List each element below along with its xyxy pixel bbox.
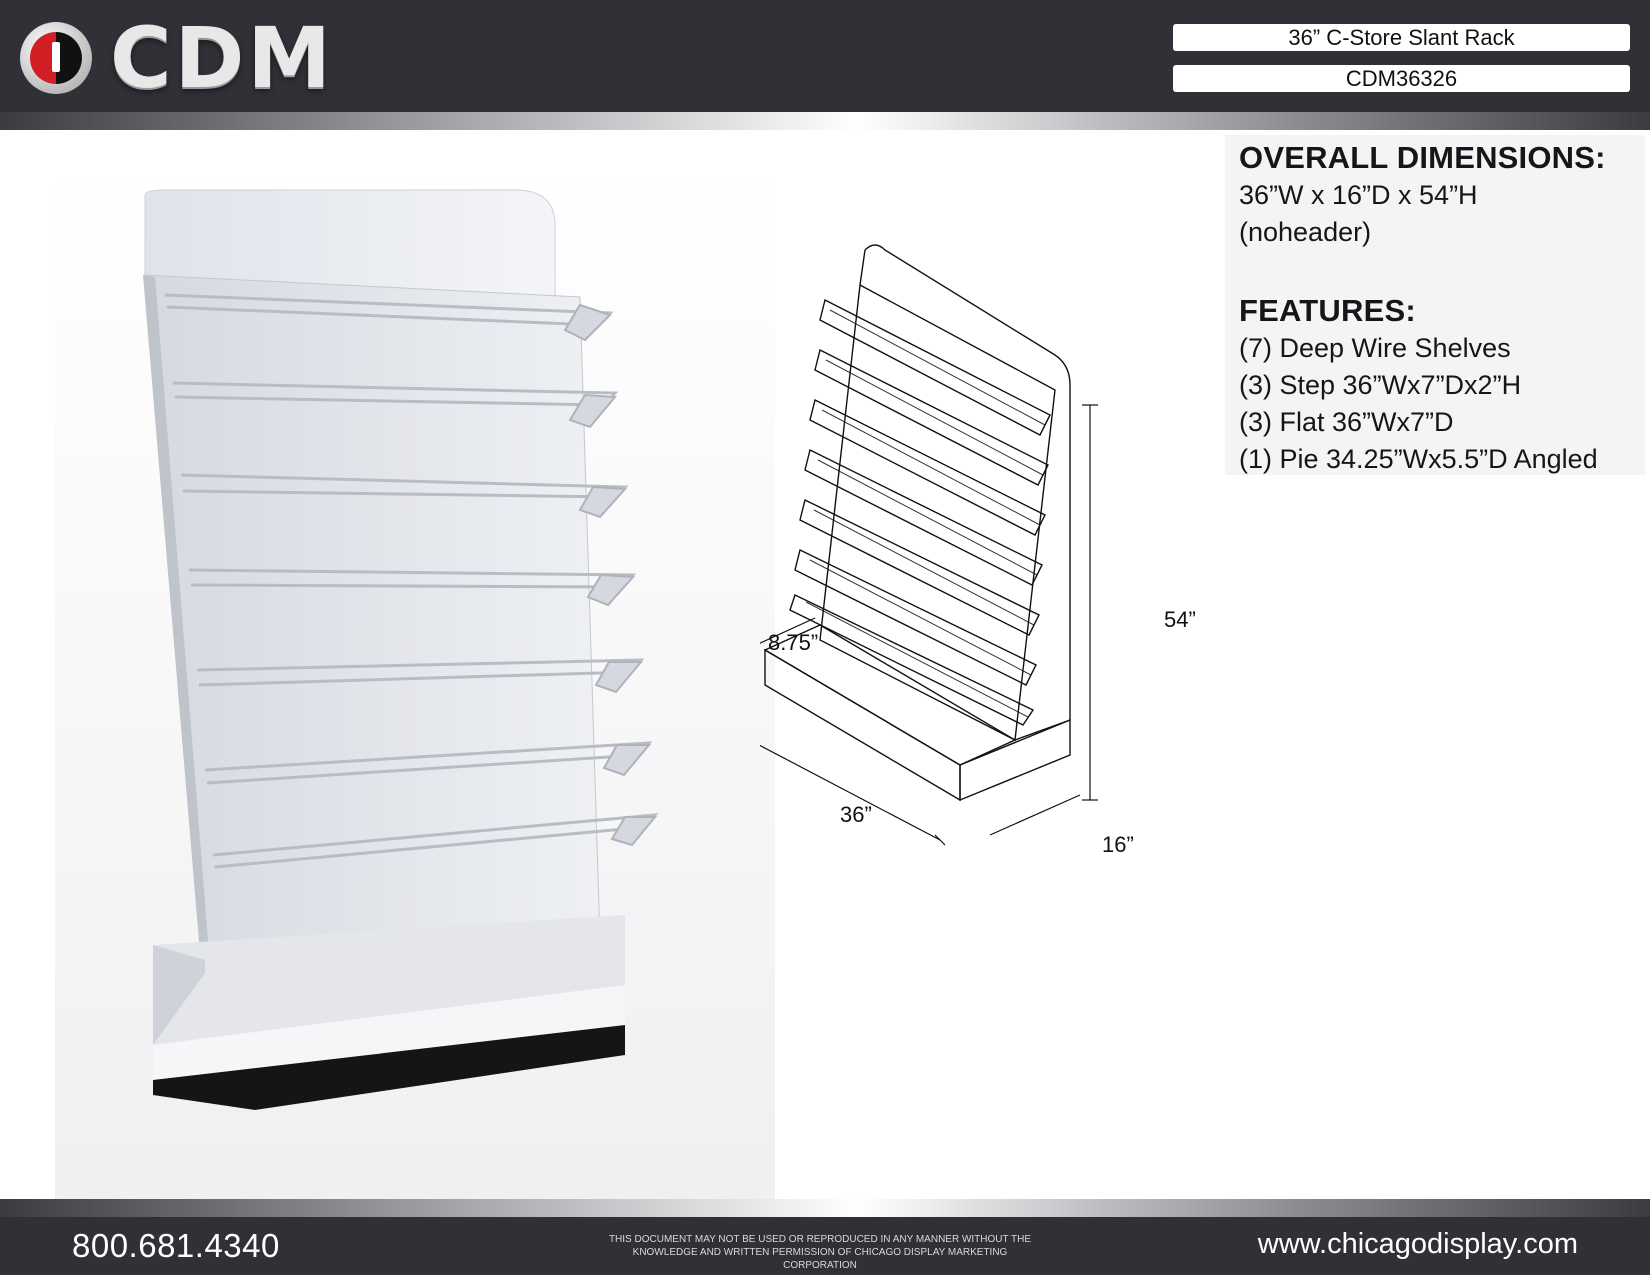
product-name-box: 36” C-Store Slant Rack [1173,24,1630,51]
phone-number: 800.681.4340 [72,1227,280,1264]
feature-item: (3) Flat 36”Wx7”D [1239,407,1454,437]
dimension-label-width: 36” [840,802,872,827]
product-photo [55,165,775,1200]
dimension-diagram [760,244,1098,846]
cdm-logo-icon [20,22,92,94]
dimension-label-base-depth: 8.75” [768,630,819,655]
website-link[interactable]: www.chicagodisplay.com [1257,1228,1578,1260]
brand-logo-text: CDM [110,9,334,107]
dimension-label-height: 54” [1164,607,1196,632]
dimensions-note: (noheader) [1239,217,1372,247]
header-gradient-band [0,112,1650,130]
dimensions-value: 36”W x 16”D x 54”H [1239,180,1478,210]
spec-panel: OVERALL DIMENSIONS: 36”W x 16”D x 54”H (… [1225,135,1645,475]
dimension-label-depth: 16” [1102,832,1134,857]
legal-line: KNOWLEDGE AND WRITTEN PERMISSION OF CHIC… [632,1247,1008,1271]
feature-item: (1) Pie 34.25”Wx5.5”D Angled [1239,444,1598,474]
product-code-box: CDM36326 [1173,65,1630,92]
footer-bar: 800.681.4340 THIS DOCUMENT MAY NOT BE US… [0,1217,1650,1275]
footer-gradient-band [0,1199,1650,1217]
dimensions-heading: OVERALL DIMENSIONS: [1239,140,1606,175]
header-bar: CDM 36” C-Store Slant Rack CDM36326 [0,0,1650,112]
legal-line: THIS DOCUMENT MAY NOT BE USED OR REPRODU… [608,1234,1032,1245]
feature-item: (7) Deep Wire Shelves [1239,333,1511,363]
legal-notice: THIS DOCUMENT MAY NOT BE USED OR REPRODU… [600,1233,1040,1272]
feature-item: (3) Step 36”Wx7”Dx2”H [1239,370,1522,400]
features-heading: FEATURES: [1239,293,1416,328]
